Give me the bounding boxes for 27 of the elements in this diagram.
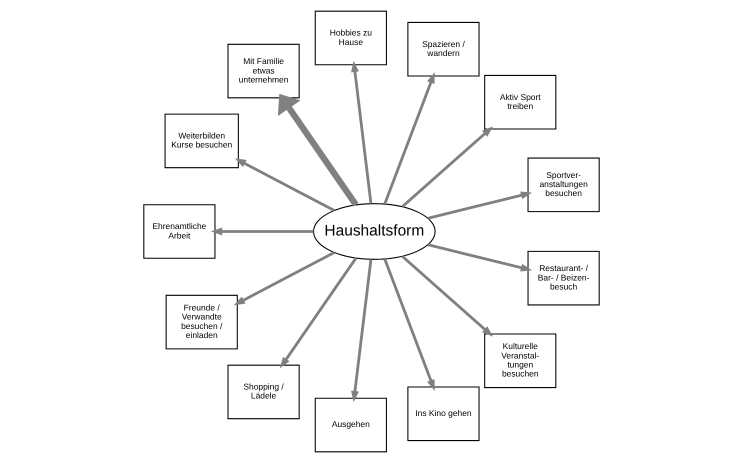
arrow	[402, 126, 494, 208]
node-box: Weiterbilden Kurse besuchen	[164, 114, 239, 168]
arrow	[234, 251, 335, 306]
arrow	[351, 259, 372, 402]
node-box: Shopping / Lädele	[228, 364, 300, 420]
node-box: Hobbies zu Hause	[314, 10, 387, 66]
node-box: Mit Familie etwas unternehmen	[228, 44, 300, 98]
arrow	[351, 60, 372, 204]
node-box: Ehrenamtliche Arbeit	[143, 204, 216, 259]
arrow	[210, 228, 314, 236]
arrow	[234, 158, 335, 212]
node-box: Restaurant- / Bar- / Beizen- besuch	[528, 250, 600, 306]
node-ellipse: Haushaltsform	[313, 203, 436, 260]
node-box: Freunde / Verwandte besuchen / einladen	[166, 294, 238, 350]
node-box: Ins Kino gehen	[407, 386, 480, 442]
node-box: Kulturelle Veranstal- tungen besuchen	[484, 333, 556, 388]
arrow	[280, 257, 358, 368]
node-box: Spazieren / wandern	[407, 22, 480, 77]
arrow	[383, 72, 435, 205]
arrow	[428, 191, 532, 220]
arrow	[278, 94, 359, 207]
arrow	[383, 258, 435, 391]
arrow	[402, 255, 494, 337]
node-box: Sportver- anstaltungen besuchen	[528, 158, 600, 212]
arrow	[428, 243, 532, 272]
node-box: Aktiv Sport treiben	[484, 74, 556, 130]
node-box: Ausgehen	[314, 398, 387, 452]
